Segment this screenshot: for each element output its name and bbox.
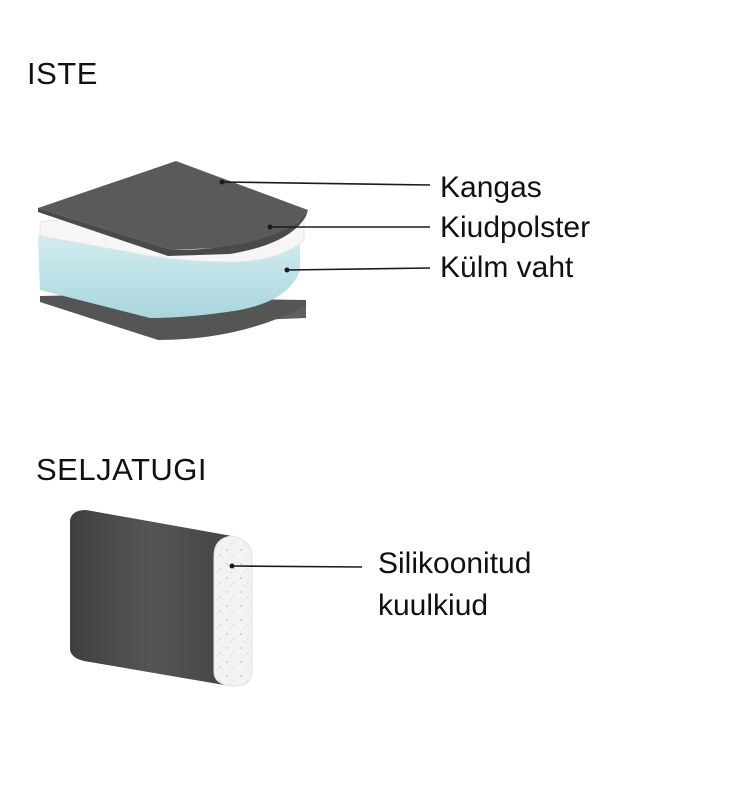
layer-label-fiber-padding: Kiudpolster: [440, 211, 591, 244]
leader-dot-silicone-fiber: [229, 563, 235, 569]
backrest-filling-label-line1: Silikoonitud: [378, 547, 532, 580]
backrest-section-title: SELJATUGI: [36, 452, 208, 487]
leader-dot-fiber: [267, 224, 273, 230]
leader-dot-foam: [284, 267, 290, 273]
seat-section-title: ISTE: [27, 56, 98, 91]
seat-fabric-curve: [38, 208, 308, 256]
backrest-fiber-face: [213, 535, 253, 687]
layer-label-fabric: Kangas: [440, 171, 542, 204]
leader-line-silicone-fiber: [231, 565, 363, 568]
backrest-filling-label: Silikoonitud kuulkiud: [378, 543, 531, 627]
leader-line-fabric: [221, 181, 431, 186]
layer-label-cold-foam: Külm vaht: [440, 251, 574, 284]
backrest-shell: [70, 510, 232, 686]
leader-dot-fabric: [219, 179, 225, 185]
backrest-filling-label-line2: kuulkiud: [378, 589, 489, 622]
leader-line-foam: [286, 267, 431, 271]
seat-fabric-layer: [38, 161, 308, 250]
